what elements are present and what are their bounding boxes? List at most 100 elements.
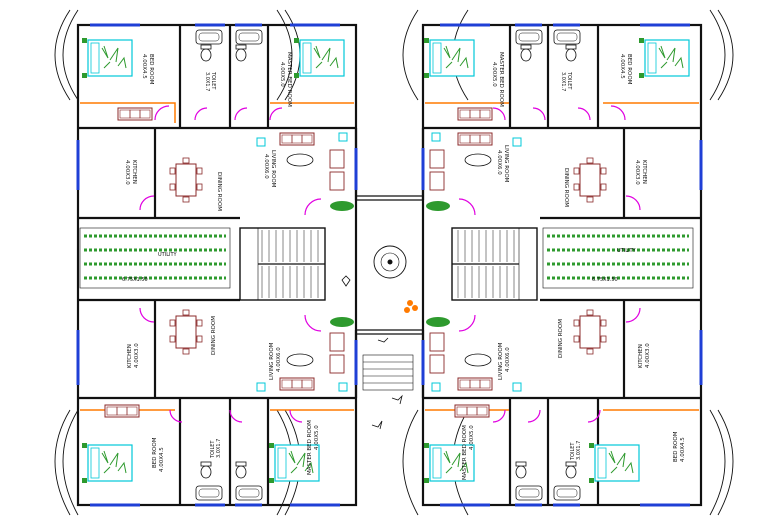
bathtub-6 [235, 485, 263, 501]
label-living: LIVING ROOM [503, 145, 509, 183]
living-sofa-4 [457, 377, 493, 391]
label-kitchen-size: 4.00X3.0 [134, 343, 140, 368]
labels-top-left: BED ROOM 4.00X4.5 TOILET 3.0X1.7 MASTER … [122, 52, 292, 283]
bathtub-3 [515, 29, 543, 45]
label-living-size: 4.00X6.0 [496, 150, 502, 175]
stair-treads [261, 230, 515, 298]
label-utility-size: 6.75X1.50 [122, 277, 148, 283]
label-living-size: 4.00X6.0 [263, 154, 269, 179]
label-toilet: TOILET [570, 442, 576, 461]
bed-master-top-left [293, 37, 345, 79]
label-utility: UTILITY [617, 248, 637, 254]
label-toilet-size: 3.0X1.7 [204, 72, 210, 91]
label-dining: DINING ROOM [216, 172, 222, 211]
label-bedroom-size: 4.00X4.5 [680, 437, 686, 462]
label-master-bedroom: MASTER BED ROOM [462, 425, 468, 480]
label-living-size: 4.00X6.0 [276, 347, 282, 372]
people-figures [341, 275, 403, 430]
wc-3 [520, 44, 532, 62]
label-utility-size: 6.75X1.50 [592, 277, 618, 283]
wc-6 [200, 461, 212, 479]
label-master-size: 4.00X5.0 [491, 62, 497, 87]
doors [139, 105, 641, 423]
wc-2 [200, 44, 212, 62]
label-kitchen-size: 4.00X3.0 [634, 160, 640, 185]
sofa-3 [104, 404, 140, 418]
wc-8 [565, 461, 577, 479]
sofa-4 [454, 404, 490, 418]
label-master-size: 4.00X5.0 [469, 425, 475, 450]
bathtub-8 [553, 485, 581, 501]
dining-table-1 [169, 157, 203, 203]
wc-5 [235, 461, 247, 479]
label-toilet: TOILET [566, 71, 572, 90]
label-master-bedroom: MASTER BED ROOM [307, 420, 313, 475]
label-master-bedroom: MASTER BED ROOM [498, 52, 504, 107]
label-kitchen: KITCHEN [131, 160, 137, 184]
label-dining: DINING ROOM [211, 316, 217, 355]
living-sofa-2 [457, 132, 493, 146]
bathtub-1 [195, 29, 223, 45]
dining-table-3 [169, 309, 203, 355]
label-bedroom-size: 4.00X4.5 [619, 54, 625, 79]
bathtub-7 [515, 485, 543, 501]
living-sofa-1 [279, 132, 315, 146]
coffee-tables [286, 153, 492, 367]
plants [330, 201, 450, 327]
bathtub-2 [235, 29, 263, 45]
label-kitchen-size: 4.00X3.0 [124, 160, 130, 185]
label-master-bedroom: MASTER BED ROOM [286, 52, 292, 107]
armchairs [329, 149, 445, 374]
dining-table-2 [573, 157, 607, 203]
wc-4 [565, 44, 577, 62]
label-bedroom-size: 4.00X4.5 [159, 447, 165, 472]
label-toilet: TOILET [210, 71, 216, 90]
wc-7 [515, 461, 527, 479]
bed-top-left [81, 37, 133, 79]
labels-bottom-right: BED ROOM 4.00X4.5 TOILET 3.0X1.7 MASTER … [462, 319, 686, 480]
label-dining: DINING ROOM [563, 168, 569, 207]
label-toilet-size: 3.0X1.7 [560, 72, 566, 91]
label-toilet: TOILET [210, 440, 216, 459]
label-bedroom: BED ROOM [148, 54, 154, 85]
dining-table-4 [573, 309, 607, 355]
label-bedroom-size: 4.00X4.5 [141, 54, 147, 79]
staircase-right [451, 227, 538, 301]
label-living-size: 4.00X6.0 [505, 347, 511, 372]
bed-bottom-left [81, 442, 133, 484]
label-bedroom: BED ROOM [626, 54, 632, 85]
corridor [356, 195, 423, 335]
planter-left [78, 226, 232, 290]
bed-bottom-right [588, 442, 640, 484]
label-master-size: 4.00X5.0 [314, 425, 320, 450]
center-stair [362, 354, 414, 391]
label-toilet-size: 3.0X1.7 [576, 441, 582, 460]
label-kitchen: KITCHEN [127, 344, 133, 368]
label-living: LIVING ROOM [270, 150, 276, 188]
fountain [373, 245, 407, 279]
living-sofa-3 [279, 377, 315, 391]
label-bedroom: BED ROOM [152, 437, 158, 468]
label-bedroom: BED ROOM [673, 431, 679, 462]
labels-top-right: BED ROOM 4.00X4.5 TOILET 3.0X1.7 MASTER … [491, 52, 647, 283]
sofa-2 [457, 107, 493, 121]
bathtub-5 [195, 485, 223, 501]
label-living: LIVING ROOM [498, 342, 504, 380]
label-kitchen: KITCHEN [638, 344, 644, 368]
label-master-size: 4.00X5.0 [279, 62, 285, 87]
planter-right [541, 226, 695, 290]
staircase-left [239, 227, 326, 301]
label-living: LIVING ROOM [269, 342, 275, 380]
bathtub-4 [553, 29, 581, 45]
decor-flower [404, 300, 418, 313]
bed-top-right [638, 37, 690, 79]
label-dining: DINING ROOM [558, 319, 564, 358]
label-utility: UTILITY [158, 252, 178, 258]
wc-1 [235, 44, 247, 62]
labels-bottom-left: BED ROOM 4.00X4.5 TOILET 3.0X1.7 MASTER … [127, 316, 320, 475]
sofa-1 [117, 107, 153, 121]
label-kitchen-size: 4.00X3.0 [645, 343, 651, 368]
label-toilet-size: 3.0X1.7 [216, 439, 222, 458]
bed-master-top-right [423, 37, 475, 79]
